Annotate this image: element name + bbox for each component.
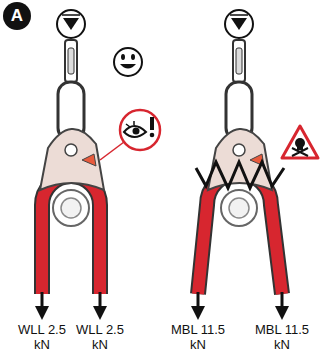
badge-letter: A xyxy=(11,6,23,26)
right-pulley xyxy=(191,10,289,320)
load-rating: WLL 2.5 kN xyxy=(13,323,71,352)
section-badge: A xyxy=(3,2,31,30)
left-pulley xyxy=(35,10,107,320)
load-rating: MBL 11.5 kN xyxy=(253,323,311,352)
inspect-eye-icon xyxy=(100,110,160,160)
load-rating: MBL 11.5 kN xyxy=(169,323,227,352)
smiley-face xyxy=(114,48,142,76)
load-rating: WLL 2.5 kN xyxy=(71,323,129,352)
danger-skull-sign xyxy=(282,126,318,158)
